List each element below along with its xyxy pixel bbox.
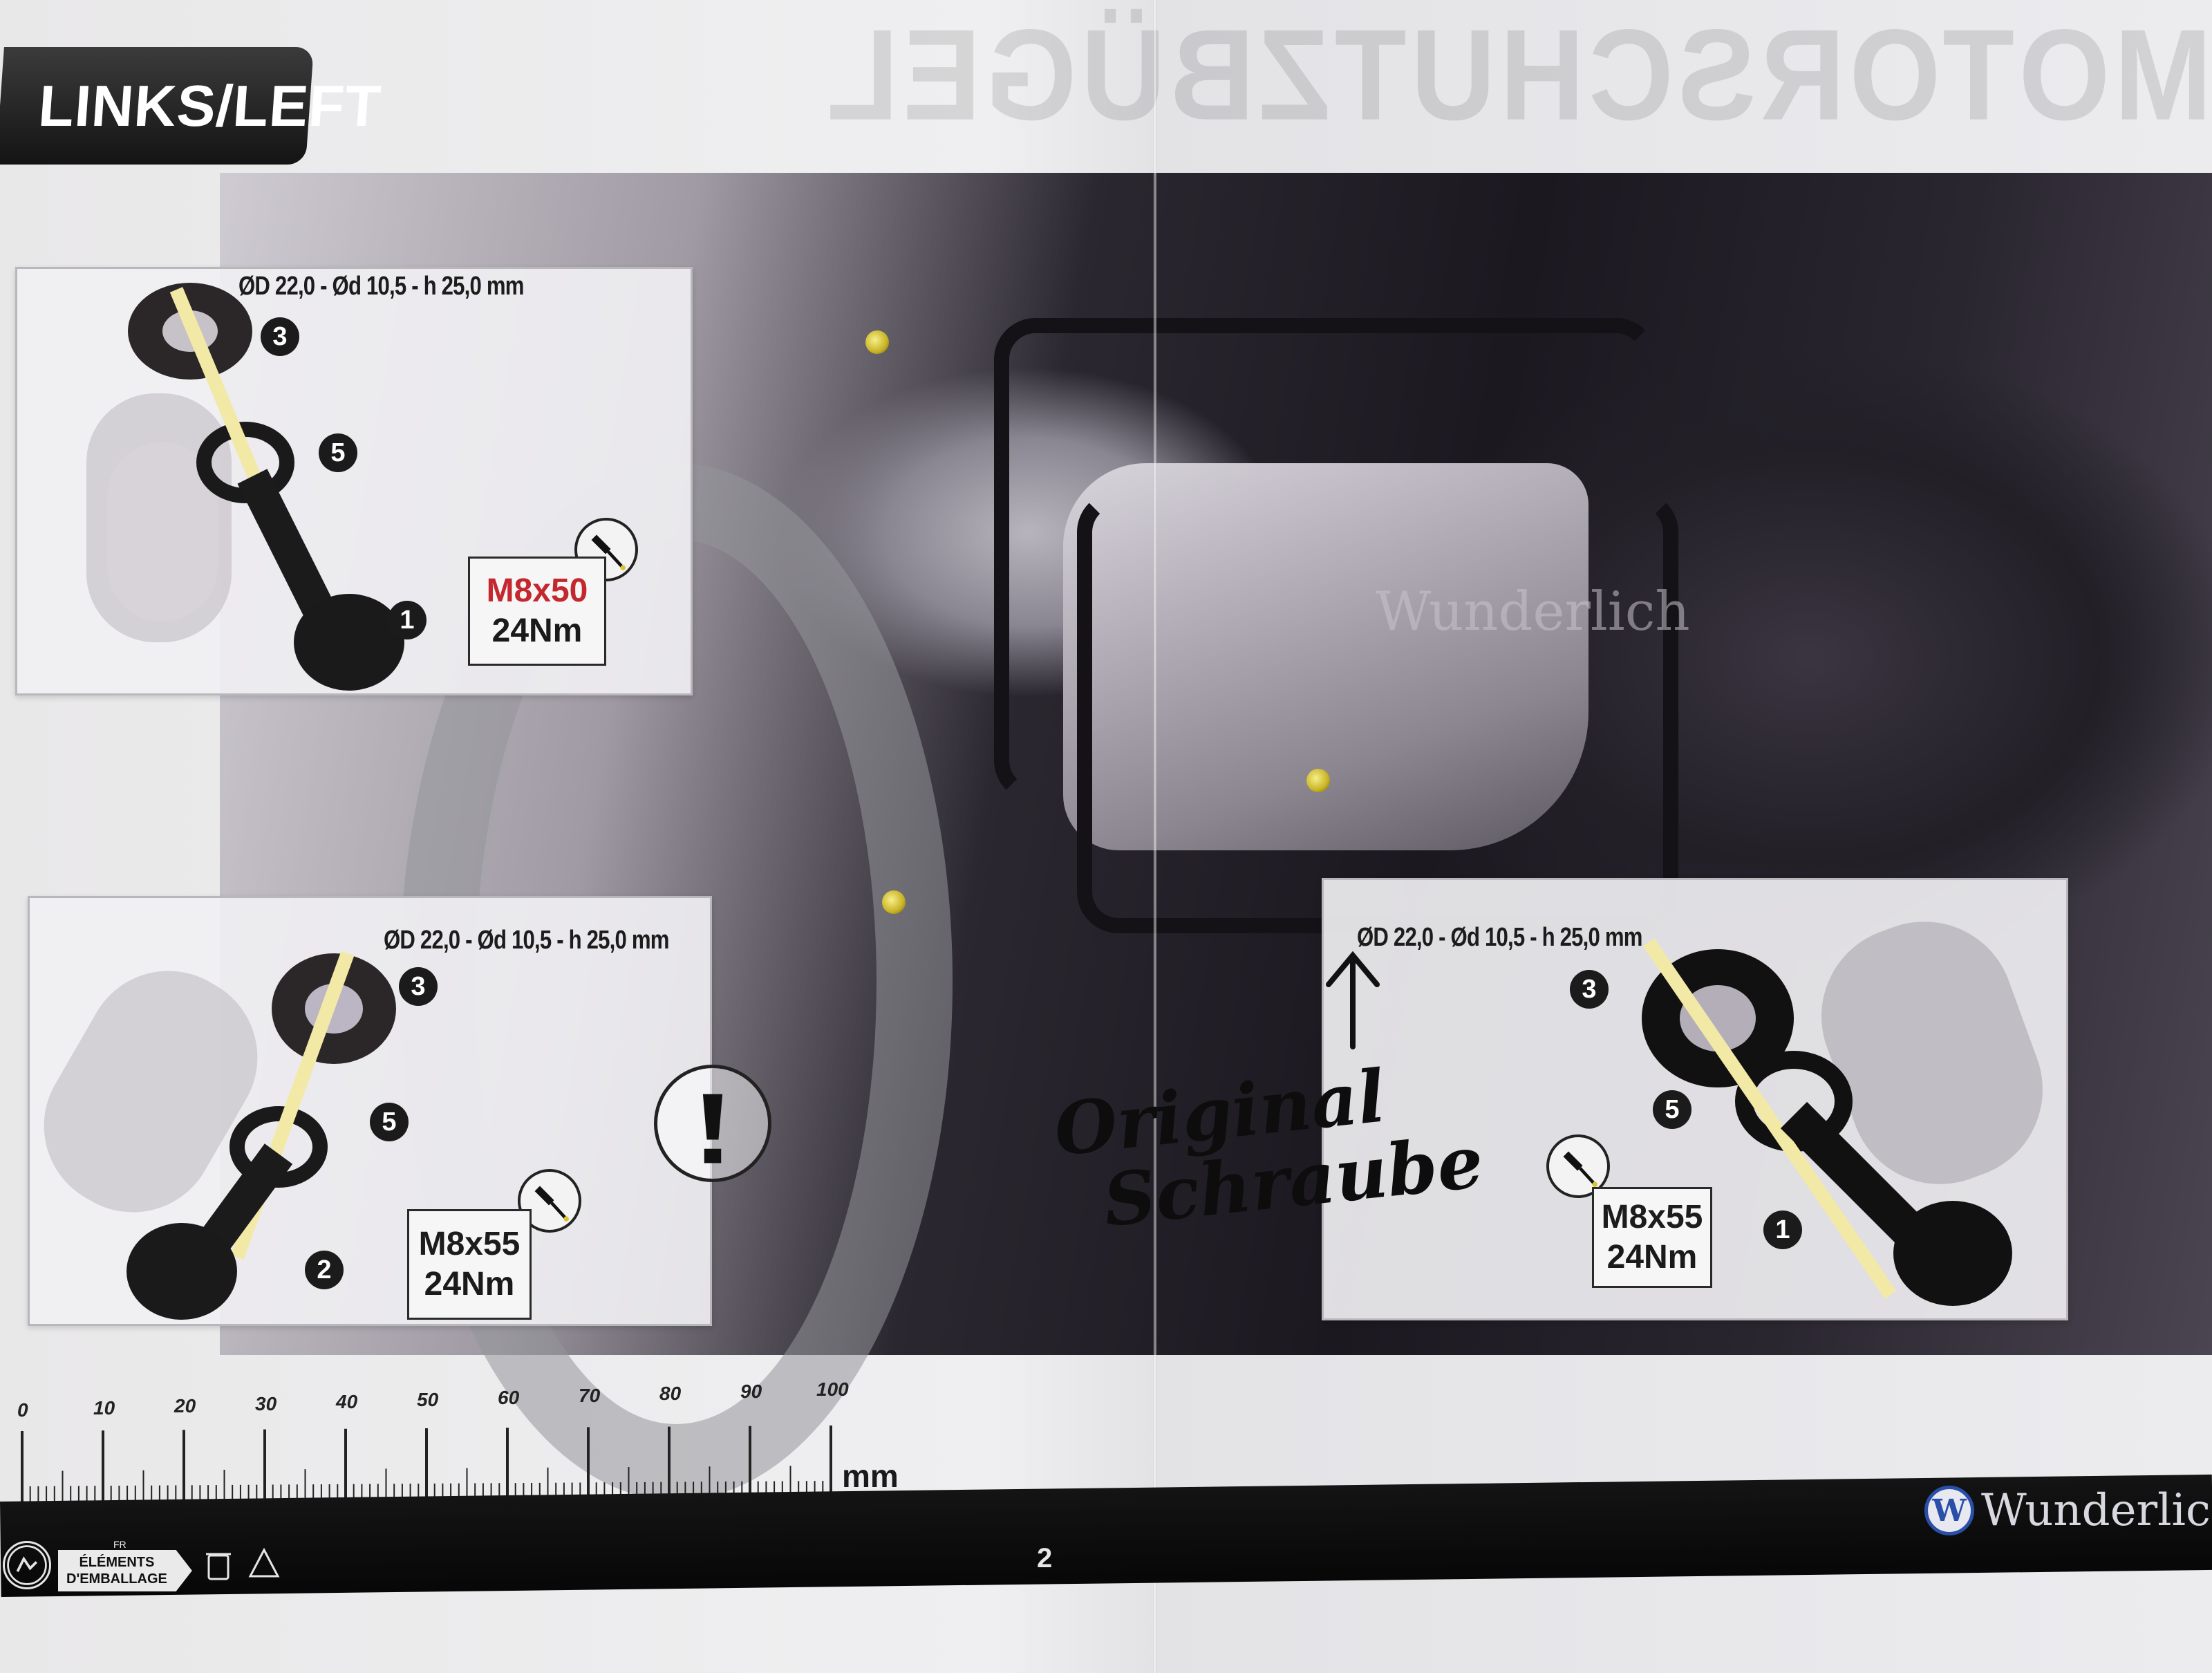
ruler-label: 90 bbox=[740, 1381, 762, 1402]
part-illustration bbox=[44, 951, 396, 1320]
brand-wordmark: W Wunderlich bbox=[1924, 1485, 2212, 1536]
callout-2: 2 bbox=[305, 1251, 344, 1289]
inset-bottom-right: ØD 22,0 - Ød 10,5 - h 25,0 mm 3 5 1 M8x5… bbox=[1322, 878, 2068, 1320]
callout-5: 5 bbox=[319, 433, 357, 472]
torque-value: 24Nm bbox=[491, 613, 583, 649]
ruler-label: 20 bbox=[174, 1395, 196, 1417]
callout-3: 3 bbox=[399, 967, 438, 1006]
torque-spec-box: M8x55 24Nm bbox=[1592, 1187, 1712, 1288]
page-number: 2 bbox=[1037, 1543, 1053, 1573]
ruler-label: 50 bbox=[417, 1389, 439, 1410]
callout-5: 5 bbox=[1653, 1090, 1691, 1129]
part-illustration bbox=[86, 283, 404, 691]
ruler-unit: mm bbox=[842, 1458, 899, 1494]
screw-size: M8x55 bbox=[418, 1226, 521, 1263]
torque-spec-box: M8x55 24Nm bbox=[407, 1209, 532, 1320]
torque-spec-box: M8x50 24Nm bbox=[468, 557, 606, 666]
spacer-spec: ØD 22,0 - Ød 10,5 - h 25,0 mm bbox=[384, 926, 669, 955]
ruler-label: 60 bbox=[498, 1387, 520, 1408]
ruler-label: 40 bbox=[336, 1391, 358, 1412]
callout-1: 1 bbox=[388, 601, 427, 639]
packaging-line-2: D'EMBALLAGE bbox=[66, 1571, 167, 1587]
torque-value: 24Nm bbox=[1606, 1239, 1698, 1275]
packaging-label: ÉLÉMENTS D'EMBALLAGE bbox=[58, 1550, 192, 1591]
ruler-label: 10 bbox=[93, 1397, 115, 1419]
recycle-icon bbox=[248, 1547, 280, 1578]
screw-size: M8x50 bbox=[486, 572, 588, 610]
crash-guard-upper bbox=[994, 318, 1658, 802]
callout-3: 3 bbox=[1570, 970, 1609, 1009]
callout-3: 3 bbox=[261, 317, 299, 356]
ruler-label: 0 bbox=[17, 1399, 28, 1421]
brand-logo-icon: W bbox=[1924, 1486, 1974, 1535]
mount-bolt-right bbox=[1306, 769, 1330, 792]
fr-code: FR bbox=[113, 1539, 126, 1550]
ruler-label: 30 bbox=[255, 1393, 277, 1414]
background-title: MOTORSCHUTZBÜGEL GUARD bbox=[788, 3, 2212, 138]
crash-guard-lower bbox=[1077, 491, 1678, 933]
mount-bolt-bottom bbox=[882, 890, 906, 914]
watermark: Wunderlich bbox=[1376, 581, 1690, 643]
mount-bolt-top bbox=[865, 330, 889, 354]
inset-top-left: ØD 22,0 - Ød 10,5 - h 25,0 mm 3 5 1 M8x5… bbox=[15, 267, 693, 695]
side-label: LINKS/LEFT bbox=[36, 73, 384, 138]
spacer-spec: ØD 22,0 - Ød 10,5 - h 25,0 mm bbox=[238, 272, 524, 301]
ruler-label: 100 bbox=[816, 1378, 849, 1400]
ruler-label: 80 bbox=[659, 1383, 682, 1404]
recycling-info: FR ÉLÉMENTS D'EMBALLAGE bbox=[3, 1539, 283, 1591]
packaging-tag: FR ÉLÉMENTS D'EMBALLAGE bbox=[58, 1539, 192, 1591]
triman-icon bbox=[3, 1541, 51, 1589]
torque-value: 24Nm bbox=[424, 1266, 515, 1302]
ruler-label: 70 bbox=[579, 1385, 601, 1406]
part-illustration bbox=[1642, 922, 2043, 1306]
warning-icon: ! bbox=[654, 1065, 771, 1182]
inset-bottom-left: ØD 22,0 - Ød 10,5 - h 25,0 mm 3 5 2 M8x5… bbox=[28, 896, 712, 1326]
paper-fold bbox=[1153, 0, 1157, 1673]
screw-size: M8x55 bbox=[1601, 1199, 1703, 1236]
side-badge: LINKS/LEFT bbox=[0, 47, 384, 165]
callout-1: 1 bbox=[1763, 1211, 1802, 1249]
spacer-spec: ØD 22,0 - Ød 10,5 - h 25,0 mm bbox=[1357, 923, 1642, 952]
brand-name: Wunderlich bbox=[1981, 1485, 2212, 1536]
packaging-line-1: ÉLÉMENTS bbox=[79, 1555, 155, 1570]
callout-5: 5 bbox=[370, 1103, 409, 1141]
handwritten-arrow-icon bbox=[1326, 951, 1380, 1049]
bin-icon bbox=[205, 1553, 231, 1580]
